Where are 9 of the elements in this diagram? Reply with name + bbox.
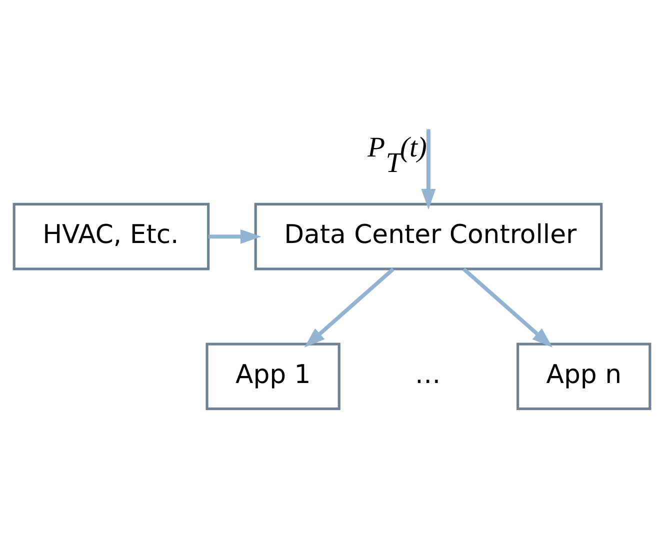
label: … [414, 360, 441, 390]
node-box: App 1 [206, 342, 340, 410]
node-box: App n [516, 342, 652, 410]
node-box: Data Center Controller [254, 202, 603, 270]
arrow [462, 268, 553, 348]
arrow [421, 129, 436, 210]
node-box: HVAC, Etc. [12, 202, 210, 270]
arrow [208, 229, 262, 244]
arrow [304, 268, 394, 348]
